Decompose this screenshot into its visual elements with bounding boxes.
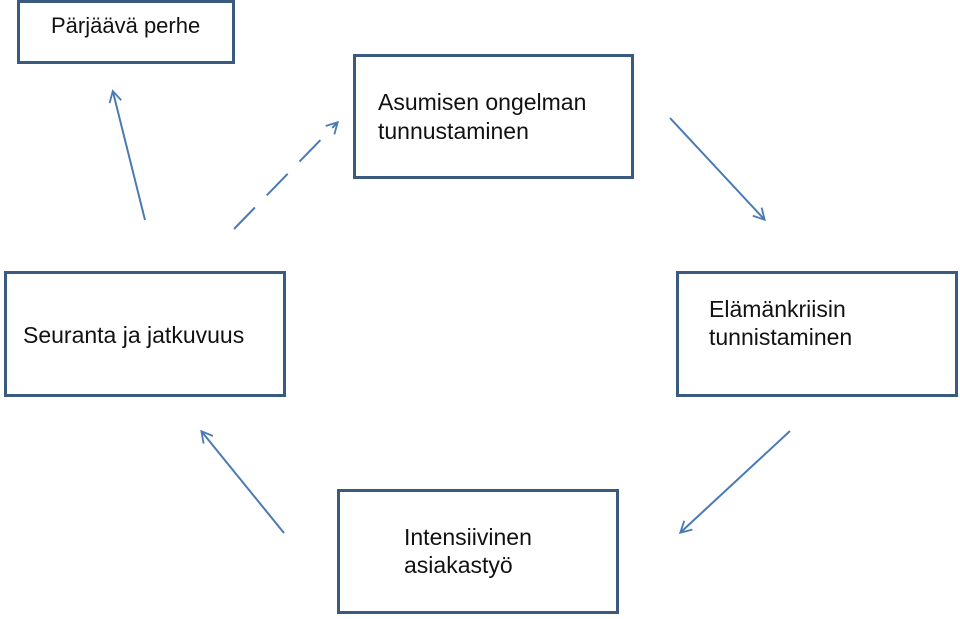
- box-asumisen-ongelman-tunnustaminen: Asumisen ongelman tunnustaminen: [353, 54, 634, 179]
- arrow-asumisen-to-elamankriisi: [669, 117, 766, 222]
- box-asumisen-label-line1: Asumisen ongelman: [378, 89, 587, 116]
- box-intensiivinen-asiakastyo: Intensiivinen asiakastyö: [337, 489, 619, 614]
- box-seuranta-label: Seuranta ja jatkuvuus: [23, 321, 245, 348]
- arrow-seuranta-to-parjaava: [108, 89, 146, 221]
- box-parjaava-perhe: Pärjäävä perhe: [17, 0, 235, 64]
- box-asumisen-label-line2: tunnustaminen: [378, 117, 529, 144]
- box-intensiivinen-label-line2: asiakastyö: [404, 552, 513, 579]
- arrow-intensiivinen-to-seuranta: [200, 429, 285, 534]
- arrow-elamankriisi-to-intensiivinen: [678, 430, 791, 534]
- box-elamankriisi-label-line1: Elämänkriisin: [709, 296, 846, 322]
- arrow-seuranta-to-asumisen-dashed: [233, 120, 340, 230]
- box-elamankriisin-tunnistaminen: Elämänkriisin tunnistaminen: [676, 271, 958, 397]
- box-elamankriisi-label-line2: tunnistaminen: [709, 324, 853, 351]
- box-parjaava-label: Pärjäävä perhe: [51, 13, 201, 38]
- box-seuranta-ja-jatkuvuus: Seuranta ja jatkuvuus: [4, 271, 286, 397]
- box-intensiivinen-label-line1: Intensiivinen: [404, 524, 532, 550]
